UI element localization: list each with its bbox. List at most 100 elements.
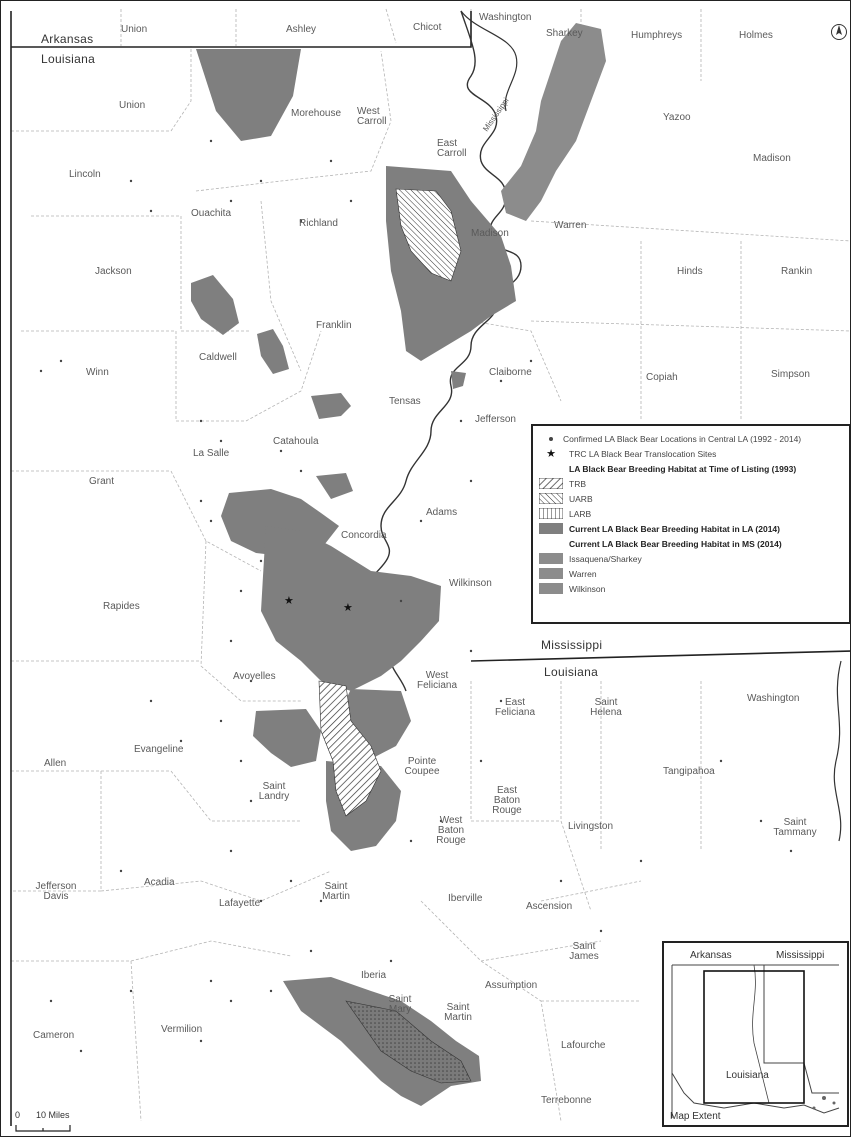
legend-label: LARB — [569, 508, 592, 519]
legend-label: TRB — [569, 478, 586, 489]
north-arrow-icon — [831, 24, 847, 40]
parish-label: Madison — [753, 153, 791, 164]
parish-label: Sharkey — [546, 28, 583, 39]
parish-label: Lincoln — [69, 169, 101, 180]
inset-title: Map Extent — [670, 1111, 721, 1122]
parish-label: Saint Mary — [388, 994, 412, 1015]
parish-label: Winn — [86, 367, 109, 378]
parish-label: Humphreys — [631, 30, 683, 41]
state-label-mississippi: Mississippi — [541, 638, 603, 652]
habitat-1993 — [318, 188, 472, 1084]
parish-label: West Feliciana — [417, 670, 458, 691]
parish-label: Saint Martin — [444, 1002, 472, 1023]
parish-boundaries — [11, 8, 850, 1122]
legend-row: Issaquena/Sharkey — [539, 551, 843, 566]
parish-label: West Baton Rouge — [436, 815, 466, 846]
trb-swatch-icon — [539, 478, 563, 489]
legend-label: Current LA Black Bear Breeding Habitat i… — [569, 523, 780, 534]
parish-label: East Feliciana — [494, 697, 536, 718]
inset-label-mississippi: Mississippi — [776, 950, 825, 961]
state-label-louisiana: Louisiana — [41, 52, 96, 66]
scale-bar: 0 10 Miles — [15, 1110, 75, 1136]
parish-label: Lafourche — [561, 1040, 606, 1051]
parish-label: Livingston — [568, 821, 614, 832]
parish-label: Acadia — [144, 877, 175, 888]
parish-label: Richland — [299, 218, 338, 229]
mississippi-river — [364, 10, 522, 692]
scale-label: 10 Miles — [36, 1110, 70, 1120]
parish-label: Holmes — [739, 30, 773, 41]
parish-label: Washington — [747, 693, 800, 704]
scale-zero: 0 — [15, 1110, 21, 1120]
parish-label: La Salle — [193, 448, 230, 459]
parish-label: Jackson — [95, 266, 132, 277]
star-icon: ★ — [546, 448, 556, 460]
legend-label: LA Black Bear Breeding Habitat at Time o… — [569, 463, 797, 474]
parish-label: Union — [121, 24, 148, 35]
parish-label: Hinds — [677, 266, 703, 277]
parish-label: Saint Martin — [322, 881, 350, 902]
parish-label: Concordia — [341, 530, 387, 541]
parish-label: Wilkinson — [449, 578, 492, 589]
inset-label-arkansas: Arkansas — [690, 950, 732, 961]
parish-label: Warren — [554, 220, 587, 231]
parish-label: Ouachita — [191, 208, 232, 219]
parish-label: Vermilion — [161, 1024, 203, 1035]
scale-bar-line — [15, 1125, 71, 1132]
legend-header: Current LA Black Bear Breeding Habitat i… — [539, 536, 843, 551]
mississippi-river-east — [833, 660, 842, 842]
map-extent-box — [703, 970, 805, 1104]
parish-label: Lafayette — [219, 898, 261, 909]
parish-label: Copiah — [646, 372, 678, 383]
parish-label: Jefferson Davis — [35, 881, 77, 902]
inset-label-louisiana: Louisiana — [726, 1070, 769, 1081]
parish-label: Morehouse — [291, 108, 342, 119]
larb-swatch-icon — [539, 508, 563, 519]
issaquena-swatch-icon — [539, 553, 563, 564]
inset-map-canvas — [671, 964, 840, 1118]
parish-label: Rankin — [781, 266, 813, 277]
legend-row: LARB — [539, 506, 843, 521]
parish-label: Grant — [89, 476, 115, 487]
parish-label: Tensas — [389, 396, 421, 407]
legend-label: UARB — [569, 493, 593, 504]
parish-label: Assumption — [485, 980, 538, 991]
parish-label: Washington — [479, 12, 532, 23]
legend-row: TRB — [539, 476, 843, 491]
parish-label: Tangipahoa — [663, 766, 715, 777]
parish-label: Terrebonne — [541, 1095, 592, 1106]
legend-header: LA Black Bear Breeding Habitat at Time o… — [539, 461, 843, 476]
parish-label: Pointe Coupee — [404, 756, 440, 777]
parish-label: Saint Helena — [590, 697, 622, 718]
parish-label: Avoyelles — [233, 671, 276, 682]
legend-label: Current LA Black Bear Breeding Habitat i… — [569, 538, 782, 549]
legend-row: Wilkinson — [539, 581, 843, 596]
legend-row: Confirmed LA Black Bear Locations in Cen… — [539, 431, 843, 446]
translocation-site-star: ★ — [284, 594, 294, 607]
parish-label: Catahoula — [273, 436, 319, 447]
legend-label: Warren — [569, 568, 597, 579]
parish-label: Adams — [426, 507, 458, 518]
parish-label: Evangeline — [134, 744, 184, 755]
legend-label: Confirmed LA Black Bear Locations in Cen… — [563, 433, 802, 444]
parish-label: Union — [119, 100, 146, 111]
uarb-swatch-icon — [539, 493, 563, 504]
state-label-arkansas: Arkansas — [41, 32, 94, 46]
legend-label: Issaquena/Sharkey — [569, 553, 642, 564]
mississippi-river-branch — [460, 10, 518, 112]
parish-label: Iberia — [361, 970, 387, 981]
parish-label: Saint Landry — [258, 781, 290, 802]
parish-label: Iberville — [448, 893, 483, 904]
translocation-site-star: ★ — [343, 601, 353, 614]
parish-label: West Carroll — [357, 106, 387, 127]
parish-label: Claiborne — [489, 367, 532, 378]
parish-label: Cameron — [33, 1030, 75, 1041]
legend-row: Warren — [539, 566, 843, 581]
parish-label: Allen — [44, 758, 67, 769]
inset-map: Arkansas Mississippi Louisiana Map Exten… — [662, 941, 849, 1127]
parish-label: Franklin — [316, 320, 352, 331]
parish-label: East Baton Rouge — [492, 785, 522, 816]
parish-label: Ascension — [526, 901, 573, 912]
